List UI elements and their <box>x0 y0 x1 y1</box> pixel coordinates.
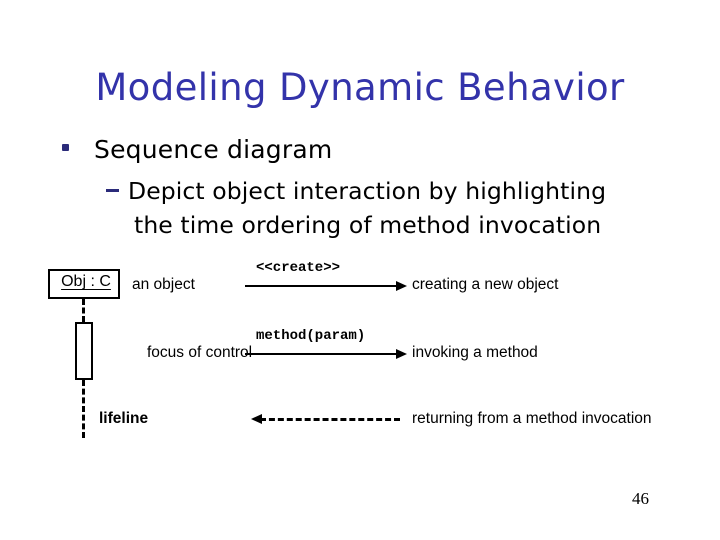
focus-of-control-bar <box>75 322 93 380</box>
lifeline-dashed-line <box>82 380 85 438</box>
bullet-level1: Sequence diagram <box>56 133 676 166</box>
bullet-level2-line1: Depict object interaction by highlightin… <box>128 177 607 205</box>
message-label-create: <<create>> <box>256 260 341 276</box>
legend-description-create: creating a new object <box>412 276 559 293</box>
lifeline-dashed-line <box>82 299 85 322</box>
create-message-arrow-line <box>245 285 400 287</box>
page-title: Modeling Dynamic Behavior <box>95 66 625 109</box>
legend-label-lifeline: lifeline <box>99 410 149 427</box>
page-number: 46 <box>632 489 649 508</box>
arrowhead-right-icon <box>396 349 407 359</box>
legend-label-an-object: an object <box>132 276 195 293</box>
bullet-level2-line2: the time ordering of method invocation <box>134 211 602 239</box>
sequence-diagram-legend: Obj : C an object focus of control lifel… <box>44 258 684 448</box>
bullet-level2: Depict object interaction by highlightin… <box>106 174 676 242</box>
bullet-list: Sequence diagram Depict object interacti… <box>56 133 676 242</box>
message-label-method: method(param) <box>256 328 366 344</box>
method-message-arrow-line <box>245 353 400 355</box>
dash-marker-icon <box>106 189 119 192</box>
bullet-marker-icon <box>62 144 69 151</box>
return-message-dashed-line <box>260 418 400 421</box>
legend-description-invoke: invoking a method <box>412 344 538 361</box>
arrowhead-right-icon <box>396 281 407 291</box>
legend-description-return: returning from a method invocation <box>412 410 652 427</box>
arrowhead-left-icon <box>251 414 262 424</box>
bullet-level1-text: Sequence diagram <box>94 135 333 164</box>
object-box-label: Obj : C <box>61 273 111 290</box>
legend-label-focus-of-control: focus of control <box>147 344 253 361</box>
object-box: Obj : C <box>48 269 120 299</box>
